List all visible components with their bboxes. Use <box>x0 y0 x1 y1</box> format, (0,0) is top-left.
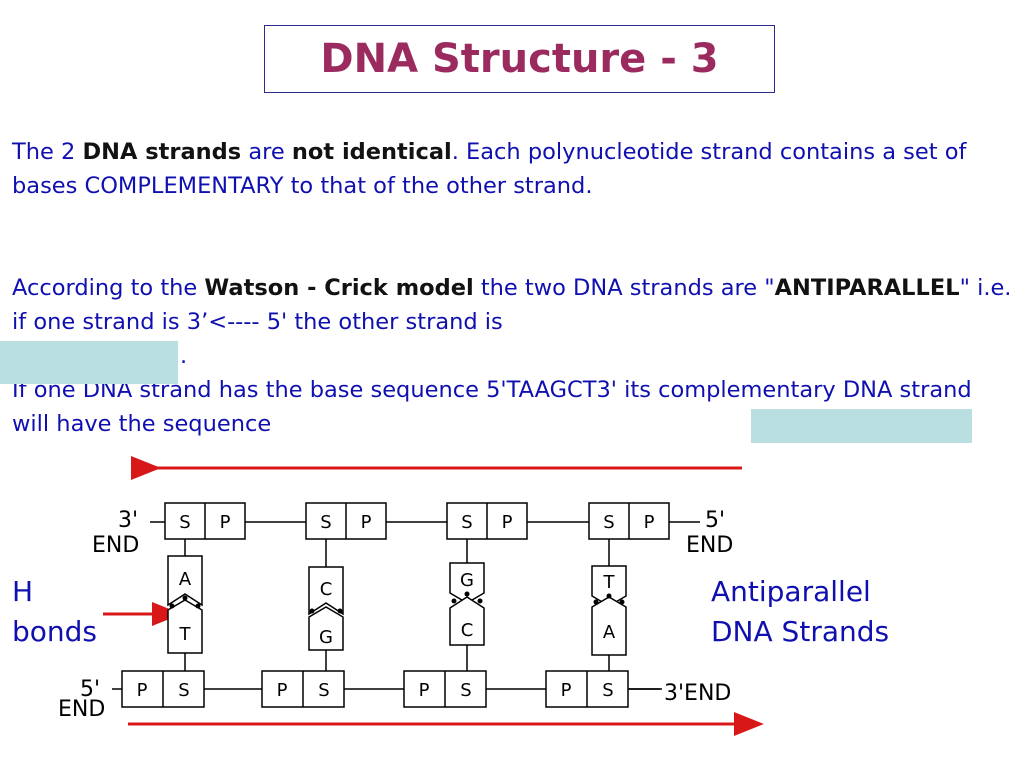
bottom-nucleotide-2: P S <box>261 670 345 708</box>
bottom-nucleotide-4: P S <box>545 670 629 708</box>
paragraph-antiparallel: According to the Watson - Crick model th… <box>12 271 1012 373</box>
top-right-end-prime: 5' <box>705 508 725 533</box>
phosphate-label: P <box>502 512 513 533</box>
paragraph-complementary: The 2 DNA strands are not identical. Eac… <box>12 135 1012 203</box>
top-nucleotide-3: S P <box>446 502 528 540</box>
p2-text-2: the two DNA strands are " <box>473 275 775 301</box>
sugar-label: S <box>320 512 331 533</box>
p1-text-3: . Each polynucleotide strand contains a … <box>12 139 967 199</box>
base-top-2: C <box>320 579 333 600</box>
antiparallel-label-line1: Antiparallel <box>711 575 871 608</box>
slide-title: DNA Structure - 3 <box>320 36 719 82</box>
top-nucleotide-4: S P <box>588 502 670 540</box>
base-top-4: T <box>603 572 616 593</box>
top-nucleotide-2: S P <box>305 502 387 540</box>
p2-text-1: According to the <box>12 275 205 301</box>
bottom-nucleotide-3: P S <box>403 670 487 708</box>
sugar-label: S <box>602 680 613 701</box>
p1-text-1: The 2 <box>12 139 83 165</box>
phosphate-label: P <box>361 512 372 533</box>
sugar-label: S <box>179 512 190 533</box>
bottom-left-end-word: END <box>58 697 105 722</box>
base-pair-1: A T <box>167 539 203 671</box>
bottom-left-end-prime: 5' <box>80 677 100 702</box>
base-pair-2: C G <box>308 539 344 671</box>
top-nucleotide-1: S P <box>164 502 246 540</box>
phosphate-label: P <box>277 680 288 701</box>
p2-text-3: " i.e. if one strand is 3’<---- 5' the o… <box>12 275 1012 335</box>
base-bottom-3: C <box>461 620 474 641</box>
phosphate-label: P <box>419 680 430 701</box>
phosphate-label: P <box>644 512 655 533</box>
base-pair-3: G C <box>449 539 485 671</box>
bottom-nucleotide-1: P S <box>121 670 205 708</box>
h-bonds-label: H bonds <box>12 572 97 652</box>
p1-bold-dna-strands: DNA strands <box>82 139 242 165</box>
h-bonds-label-line1: H <box>12 575 34 608</box>
top-left-end-word: END <box>92 533 139 558</box>
p2-bold-antiparallel: ANTIPARALLEL <box>774 275 960 301</box>
antiparallel-label-line2: DNA Strands <box>711 615 890 648</box>
sugar-label: S <box>603 512 614 533</box>
antiparallel-label: Antiparallel DNA Strands <box>711 572 889 652</box>
hidden-answer-box-sequence[interactable] <box>751 409 972 443</box>
title-box: DNA Structure - 3 <box>264 25 775 93</box>
top-right-end-word: END <box>686 533 733 558</box>
phosphate-label: P <box>137 680 148 701</box>
base-top-3: G <box>460 570 474 591</box>
sugar-label: S <box>460 680 471 701</box>
bottom-right-end-label: 3'END <box>664 681 731 706</box>
p2-text-4: . <box>180 343 188 369</box>
p2-bold-watson-crick: Watson - Crick model <box>204 275 474 301</box>
phosphate-label: P <box>220 512 231 533</box>
base-pair-4: T A <box>591 539 627 671</box>
phosphate-label: P <box>561 680 572 701</box>
sugar-label: S <box>318 680 329 701</box>
sugar-label: S <box>461 512 472 533</box>
top-left-end-prime: 3' <box>118 508 138 533</box>
h-bonds-label-line2: bonds <box>12 615 98 648</box>
base-bottom-4: A <box>603 622 616 643</box>
sugar-label: S <box>178 680 189 701</box>
p1-bold-not-identical: not identical <box>291 139 452 165</box>
base-top-1: A <box>179 569 192 590</box>
p1-text-2: are <box>241 139 292 165</box>
base-bottom-2: G <box>319 627 333 648</box>
base-bottom-1: T <box>179 624 192 645</box>
hidden-answer-box-direction[interactable] <box>0 341 178 384</box>
